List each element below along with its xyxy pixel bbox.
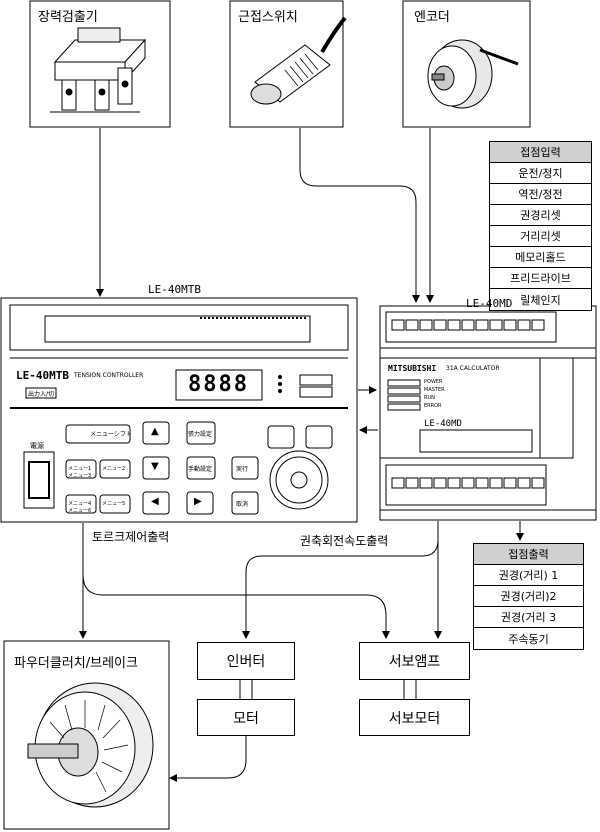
proximity-arrow — [299, 128, 420, 303]
brake-illustration — [27, 682, 154, 808]
inverter-label: 인버터 — [226, 654, 266, 670]
key-tension-set[interactable]: 張力設定 — [188, 431, 213, 438]
encoder-label: 엔코더 — [414, 10, 450, 25]
plc-led-master: MASTER — [424, 387, 445, 393]
input-item: 운전/정지 — [490, 163, 591, 184]
key-menu-2[interactable]: メニュー2 — [102, 466, 126, 472]
key-execute[interactable]: 実行 — [236, 466, 249, 473]
plc-led-run: RUN — [424, 395, 435, 401]
plc-bottom-terminals — [391, 477, 545, 489]
input-item: 메모리홀드 — [490, 247, 591, 268]
plc-led-error: ERROR — [424, 403, 442, 409]
ctrl-servo-arrow — [82, 574, 390, 639]
proximity-switch-label: 근접스위치 — [238, 10, 298, 25]
servo-amp-box: 서보앰프 — [359, 642, 470, 680]
plc-brand: MITSUBISHI — [388, 364, 437, 373]
input-table-header: 접점입력 — [490, 142, 591, 163]
speed-output-arrow — [242, 521, 439, 639]
input-contact-table: 접점입력 운전/정지 역전/정전 권경리셋 거리리셋 메모리홀드 프리드라이브 … — [489, 141, 592, 311]
key-down[interactable]: ▼ — [151, 461, 159, 472]
controller-panel-model: LE-40MTB — [16, 369, 69, 382]
key-menu-6[interactable]: メニュー6 — [68, 508, 92, 514]
motor-box: 모터 — [197, 699, 295, 736]
input-item: 프리드라이브 — [490, 268, 591, 289]
output-item: 권경(거리)2 — [474, 586, 583, 607]
encoder-illustration — [427, 39, 519, 109]
output-item: 권경(거리 3 — [474, 607, 583, 628]
key-menu-shift[interactable]: メニューシフト — [90, 431, 132, 438]
key-menu-5[interactable]: メニュー5 — [102, 501, 126, 507]
key-manual-set[interactable]: 手動設定 — [188, 466, 213, 473]
key-menu-3[interactable]: メニュー3 — [68, 473, 92, 479]
inverter-box: 인버터 — [197, 642, 295, 680]
load-cell-illustration — [50, 27, 147, 113]
load-cell-label: 장력검출기 — [38, 10, 98, 25]
motor-to-brake-arrow — [169, 736, 247, 782]
key-up[interactable]: ▲ — [151, 426, 159, 437]
output-item: 주속동기 — [508, 632, 549, 646]
plc-product: 31A CALCULATOR — [446, 365, 500, 372]
input-item: 거리리셋 — [490, 226, 591, 247]
key-menu-1[interactable]: メニュー1 — [68, 466, 92, 472]
key-cancel[interactable]: 取消 — [236, 501, 249, 508]
output-toggle-button[interactable]: 出力入/切 — [28, 391, 55, 398]
brake-label: 파우더클러치/브레이크 — [14, 656, 138, 671]
servo-amp-label: 서보앰프 — [388, 654, 441, 670]
key-right[interactable]: ▶ — [194, 496, 202, 507]
controller-subtitle: TENSION CONTROLLER — [74, 372, 144, 379]
torque-output-label: 토르크제어출력 — [92, 530, 170, 544]
servo-motor-label: 서보모터 — [388, 710, 441, 727]
power-label: 電源 — [30, 442, 44, 450]
plc-model-label: LE-40MD — [466, 297, 513, 310]
plc-unit-label: LE-40MD — [424, 419, 462, 429]
plc-led-power: POWER — [424, 379, 443, 385]
proximity-switch-illustration — [250, 16, 347, 105]
input-item: 권경리셋 — [490, 205, 591, 226]
output-contact-table: 접점출력 권경(거리) 1 권경(거리)2 권경(거리 3 주속동기 — [473, 543, 584, 650]
controller-display: 8888 — [188, 372, 249, 397]
key-left[interactable]: ◀ — [151, 496, 159, 507]
controller-model-label: LE-40MTB — [148, 283, 201, 296]
key-menu-4[interactable]: メニュー4 — [68, 501, 92, 507]
motor-label: 모터 — [233, 710, 259, 727]
speed-output-label: 권축회전속도출력 — [300, 534, 389, 548]
servo-motor-box: 서보모터 — [359, 699, 470, 736]
input-item: 역전/정전 — [490, 184, 591, 205]
controller-panel — [0, 297, 358, 523]
plc-top-terminals — [391, 319, 545, 331]
output-item: 권경(거리) 1 — [474, 565, 583, 586]
input-item: 릴체인지 — [520, 293, 561, 307]
output-table-header: 접점출력 — [474, 544, 583, 565]
